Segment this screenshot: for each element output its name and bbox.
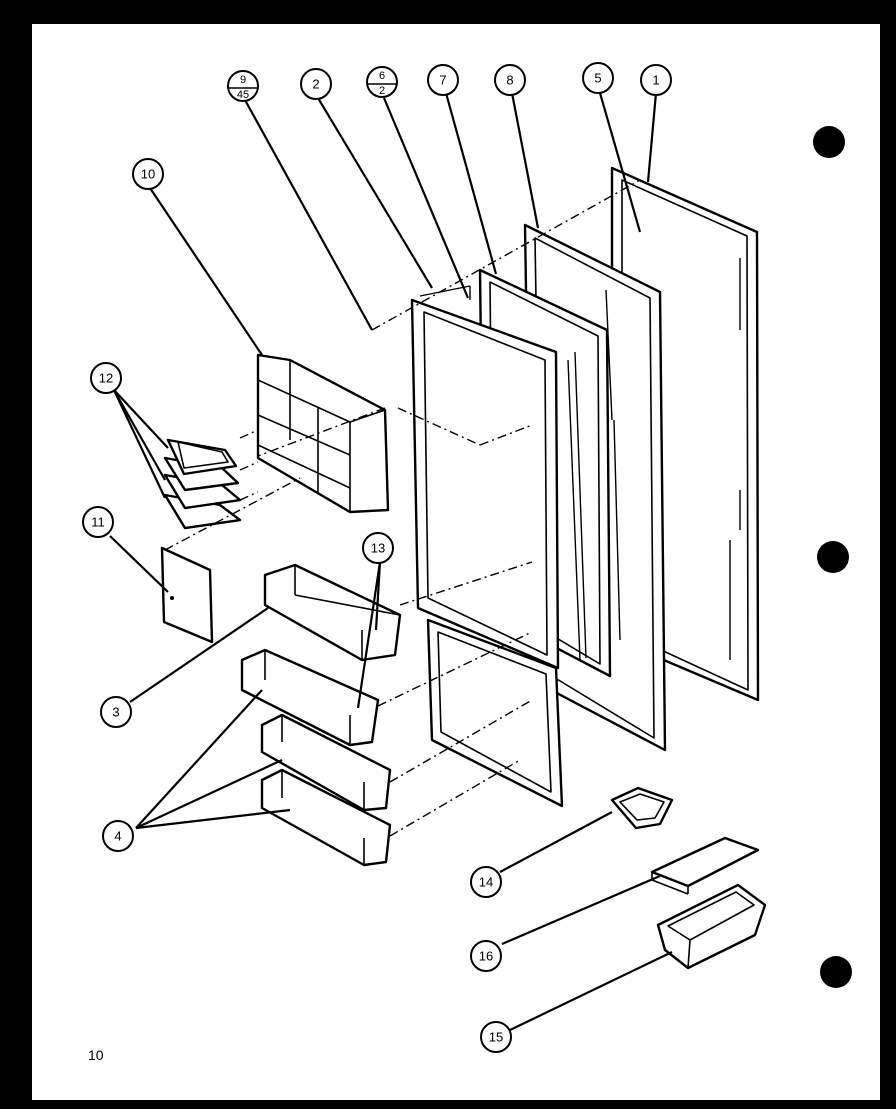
binder-hole-bottom [820,956,852,988]
callout-3: 3 [100,696,132,728]
svg-text:45: 45 [237,89,249,101]
callout-16: 16 [470,940,502,972]
part-10-shelf-rack [256,353,390,514]
part-12-stacked-containers [163,438,242,530]
svg-text:2: 2 [312,76,319,91]
part-16-cover [650,836,760,895]
callout-9-over-45: 9 45 [227,70,259,102]
leader-lines [109,92,673,1031]
callout-7: 7 [427,64,459,96]
part-2-inner-door-frame [410,285,564,808]
callout-14: 14 [470,866,502,898]
callout-4: 4 [102,820,134,852]
alignment-lines [164,179,641,837]
svg-text:8: 8 [506,72,513,87]
callout-10: 10 [132,158,164,190]
svg-text:15: 15 [489,1029,503,1044]
svg-text:13: 13 [371,540,385,555]
svg-text:7: 7 [439,72,446,87]
svg-text:4: 4 [114,828,121,843]
svg-text:12: 12 [99,370,113,385]
svg-text:6: 6 [379,70,385,82]
callout-15: 15 [480,1021,512,1053]
svg-text:10: 10 [141,166,155,181]
callout-11: 11 [82,506,114,538]
part-14-small-tray [610,786,674,830]
svg-text:1: 1 [652,72,659,87]
svg-text:16: 16 [479,948,493,963]
binder-hole-top [813,126,845,158]
svg-text:3: 3 [112,704,119,719]
svg-text:9: 9 [240,74,246,86]
binder-hole-middle [817,541,849,573]
callout-1: 1 [640,64,672,96]
callout-6-over-2: 6 2 [366,66,398,98]
callout-12: 12 [90,362,122,394]
svg-text:2: 2 [379,85,385,97]
svg-text:14: 14 [479,874,493,889]
svg-text:11: 11 [91,514,105,529]
callout-13: 13 [362,532,394,564]
part-4-door-bins [240,648,392,867]
part-15-ice-bin [656,883,767,970]
part-3-door-bin [263,563,402,662]
svg-text:5: 5 [594,70,601,85]
callout-8: 8 [494,64,526,96]
page-number: 10 [88,1047,104,1063]
callout-2: 2 [300,68,332,100]
callout-5: 5 [582,62,614,94]
part-11-small-door [160,546,214,644]
